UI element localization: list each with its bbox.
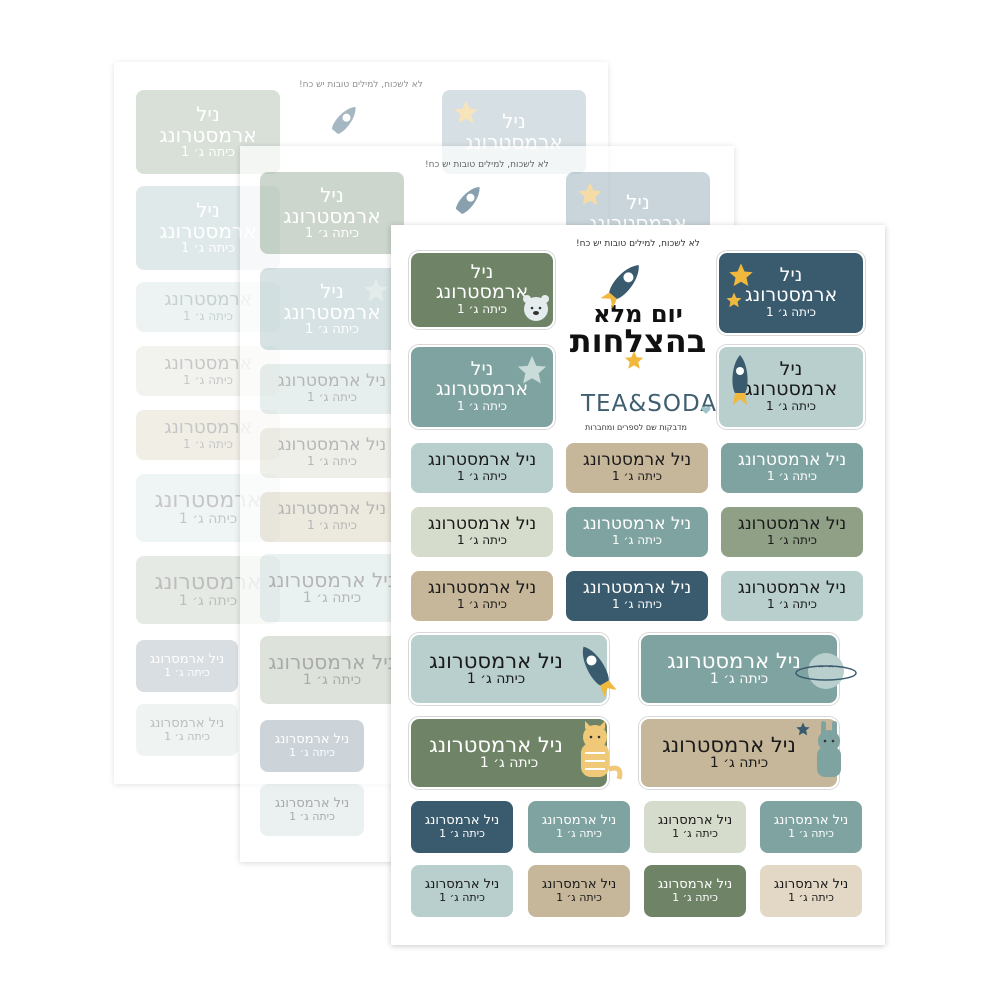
sticker-label: ניל ארמסטרונג כיתה ג׳ 1 (639, 633, 839, 705)
sticker-label: ניל ארמסטרונג כיתה ג׳ 1 (260, 364, 404, 414)
sticker-label: ניל ארמסטרונג כיתה ג׳ 1 (721, 443, 863, 493)
sticker-label: ניל ארמסרונג כיתה ג׳ 1 (644, 801, 746, 853)
star-icon (578, 182, 602, 206)
slogan-title: יום מלא בהצלחות (569, 300, 707, 360)
sticker-label: ניל ארמסטרונג כיתה ג׳ 1 (260, 492, 404, 542)
sticker-label: ניל ארמסטרונג כיתה ג׳ 1 (409, 633, 609, 705)
rocket-icon (455, 186, 480, 214)
sticker-label: ניל ארמסרונג כיתה ג׳ 1 (260, 720, 364, 772)
sticker-label: ניל ארמסטרונג כיתה ג׳ 1 (409, 251, 555, 329)
sticker-label: ניל ארמסרונג כיתה ג׳ 1 (760, 865, 862, 917)
star-icon (726, 292, 742, 308)
sticker-label: ניל ארמסרונג כיתה ג׳ 1 (411, 801, 513, 853)
sticker-label: ניל ארמסרונג כיתה ג׳ 1 (411, 865, 513, 917)
sticker-label: ניל ארמסרונג כיתה ג׳ 1 (528, 865, 630, 917)
sticker-label: ניל ארמסטרונג כיתה ג׳ 1 (260, 428, 404, 478)
sticker-label: ניל ארמסרונג כיתה ג׳ 1 (136, 704, 238, 756)
star-icon (364, 278, 388, 302)
sticker-label: ניל ארמסטרונג כיתה ג׳ 1 (411, 507, 553, 557)
star-icon (517, 355, 547, 384)
star-icon (454, 100, 478, 124)
sticker-label: ניל ארמסטרונג כיתה ג׳ 1 (409, 717, 609, 789)
sticker-label: ניל ארמסטרונג כיתה ג׳ 1 (260, 554, 404, 622)
star-icon (624, 350, 644, 369)
bunny-astronaut-icon (817, 721, 841, 777)
star-icon (729, 263, 753, 287)
sticker-label: ניל ארמסטרונג כיתה ג׳ 1 (566, 571, 708, 621)
sticker-label: ניל ארמסרונג כיתה ג׳ 1 (260, 784, 364, 836)
brand-tagline: מדבקות שם לספרים ומחברות (585, 423, 687, 432)
sticker-label: ניל ארמסטרונג כיתה ג׳ 1 (260, 268, 404, 350)
sticker-label: ניל ארמסרונג כיתה ג׳ 1 (644, 865, 746, 917)
rocket-icon (582, 646, 617, 697)
sticker-label: ניל ארמסטרונג כיתה ג׳ 1 (411, 571, 553, 621)
sticker-label: ניל ארמסרונג כיתה ג׳ 1 (136, 640, 238, 692)
brand-logo: TEA&SODA (581, 391, 717, 417)
sticker-label: ניל ארמסטרונג כיתה ג׳ 1 (409, 345, 555, 429)
cat-icon (581, 721, 623, 780)
sticker-label: ניל ארמסרונג כיתה ג׳ 1 (760, 801, 862, 853)
sheet-motto: לא לשכוח, למילים טובות יש כח! (576, 239, 700, 249)
sticker-label: ניל ארמסטרונג כיתה ג׳ 1 (721, 571, 863, 621)
sticker-label: ניל ארמסטרונג כיתה ג׳ 1 (260, 636, 404, 704)
rocket-icon (331, 106, 356, 134)
sticker-label: ניל ארמסטרונג כיתה ג׳ 1 (566, 507, 708, 557)
rocket-icon (600, 265, 639, 309)
sticker-label: ניל ארמסטרונג כיתה ג׳ 1 (566, 443, 708, 493)
sticker-label: ניל ארמסטרונג כיתה ג׳ 1 (411, 443, 553, 493)
sticker-label: ניל ארמסטרונג כיתה ג׳ 1 (721, 507, 863, 557)
sticker-label: ניל ארמסרונג כיתה ג׳ 1 (528, 801, 630, 853)
planet-icon (795, 653, 857, 689)
sheet-motto: לא לשכוח, למילים טובות יש כח! (299, 80, 423, 90)
star-icon (796, 722, 810, 736)
rocket-icon (732, 355, 748, 405)
sticker-sheet-front: לא לשכוח, למילים טובות יש כח! ניל ארמסטר… (391, 225, 885, 945)
bear-icon (523, 295, 549, 321)
sticker-label: ניל ארמסטרונג כיתה ג׳ 1 (260, 172, 404, 254)
sheet-motto: לא לשכוח, למילים טובות יש כח! (425, 160, 549, 170)
heart-icon (701, 406, 711, 414)
sticker-label: ניל ארמסטרונג כיתה ג׳ 1 (717, 251, 865, 335)
